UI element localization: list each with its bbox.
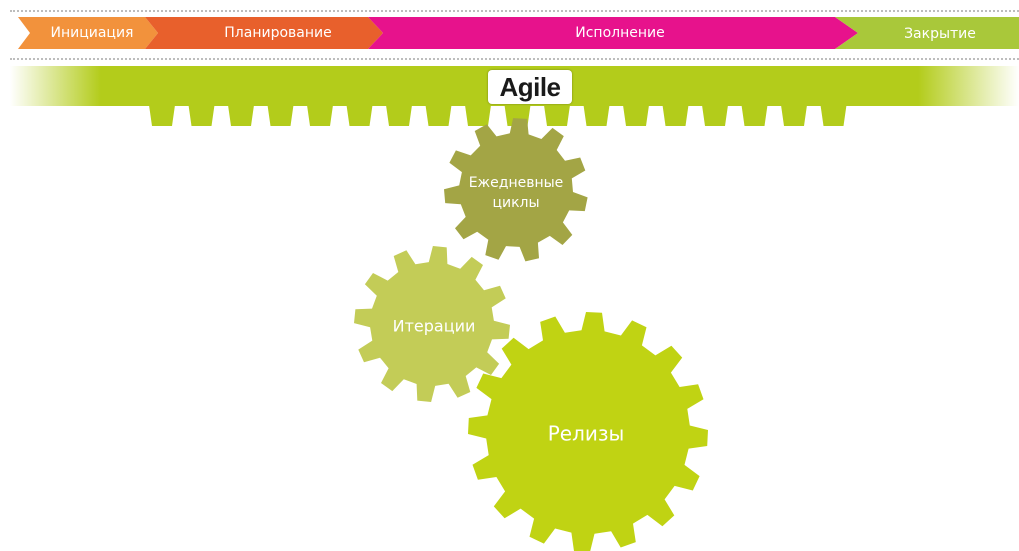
band-tooth (307, 105, 333, 126)
band-tooth (662, 105, 689, 126)
band-tooth (820, 105, 847, 126)
phase-arrow-initiation (18, 17, 158, 49)
band-tooth (741, 105, 768, 126)
band-tooth (149, 105, 175, 126)
band-tooth (623, 105, 649, 126)
phase-arrow-execution (368, 17, 858, 49)
band-tooth (465, 105, 491, 126)
gear-releases-icon (468, 312, 708, 551)
agile-band-teeth (149, 105, 847, 126)
band-tooth (346, 105, 373, 126)
band-tooth (781, 105, 807, 126)
band-tooth (188, 105, 215, 126)
gear-releases-label: Релизы (548, 422, 625, 446)
bottom-dotted-divider (10, 58, 1019, 60)
phase-label-closing: Закрытие (904, 26, 976, 42)
gear-daily-label-line2: циклы (492, 195, 539, 211)
top-dotted-divider (10, 10, 1019, 12)
phase-arrow-planning (145, 17, 383, 49)
phase-label-initiation: Инициация (51, 25, 134, 41)
agile-badge: Agile (488, 70, 572, 104)
band-tooth (425, 105, 452, 126)
gear-iterations-icon (354, 246, 510, 402)
band-tooth (583, 105, 610, 126)
phase-label-execution: Исполнение (575, 25, 664, 41)
phase-arrow-closing (835, 17, 1019, 49)
phase-label-planning: Планирование (224, 25, 331, 41)
gear-daily-cycles-icon (444, 118, 588, 262)
gear-daily-label-line1: Ежедневные (469, 175, 564, 191)
band-tooth (267, 105, 294, 126)
band-tooth (544, 105, 570, 126)
band-tooth (228, 105, 254, 126)
gear-iterations-label: Итерации (393, 317, 476, 336)
band-tooth (386, 105, 412, 126)
band-tooth (702, 105, 728, 126)
